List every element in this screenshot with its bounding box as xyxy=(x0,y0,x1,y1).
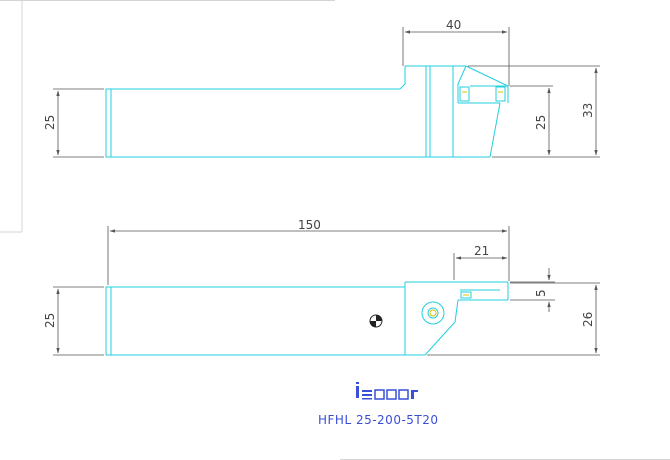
top-view-dimensions xyxy=(53,27,600,158)
dim-label-25-top-right: 25 xyxy=(534,115,548,130)
dim-label-26: 26 xyxy=(581,312,595,327)
side-view-dimensions xyxy=(53,226,600,356)
side-view-accent xyxy=(429,294,469,317)
side-view xyxy=(105,281,509,356)
dim-label-5: 5 xyxy=(534,289,548,297)
dim-label-33: 33 xyxy=(581,103,595,118)
dim-label-25-top-left: 25 xyxy=(43,115,57,130)
top-view xyxy=(105,65,509,158)
center-mark-icon xyxy=(369,314,383,328)
dim-label-21: 21 xyxy=(474,244,489,258)
dim-label-25-side: 25 xyxy=(43,313,57,328)
model-code: HFHL 25-200-5T20 xyxy=(318,413,439,427)
dim-label-40: 40 xyxy=(446,18,461,32)
iscar-logo xyxy=(356,382,418,400)
dim-label-150: 150 xyxy=(298,218,321,232)
